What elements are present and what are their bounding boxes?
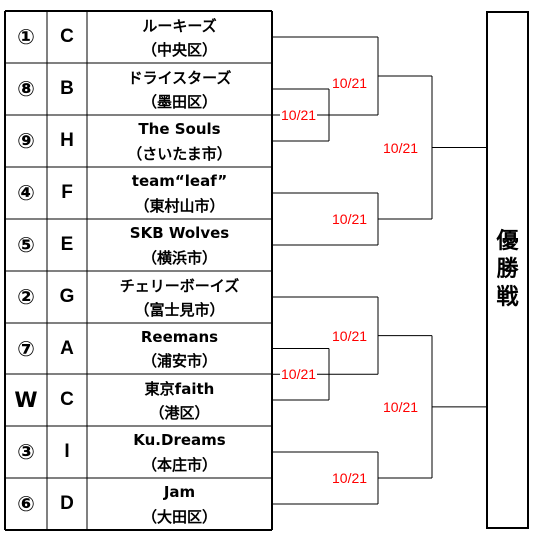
final-label-char: 優: [496, 229, 519, 254]
seed-number: ④: [17, 181, 35, 205]
group-letter: I: [64, 441, 70, 462]
match-date: 10/21: [280, 364, 318, 385]
seed-number: ②: [17, 285, 35, 309]
group-letter: F: [61, 182, 73, 203]
match-date: 10/21: [382, 137, 420, 158]
group-letter: A: [60, 337, 74, 359]
team-ward: （大田区）: [141, 507, 217, 526]
team-name: SKB Wolves: [129, 224, 230, 242]
group-letter: C: [60, 26, 74, 47]
team-name: ドライスターズ: [127, 68, 232, 87]
team-ward: （中央区）: [141, 40, 217, 59]
team-ward: （港区）: [149, 403, 210, 422]
seed-number: ⑦: [17, 336, 35, 361]
final-box: 優勝戦: [486, 11, 529, 529]
match-date: 10/21: [331, 325, 369, 346]
team-name: Jam: [163, 483, 196, 501]
team-ward: （富士見市）: [134, 300, 225, 319]
team-ward: （本庄市）: [141, 455, 217, 474]
match-date: 10/21: [331, 468, 369, 488]
seed-number: W: [14, 388, 38, 412]
match-date: 10/21: [382, 396, 420, 417]
team-ward: （東村山市）: [134, 196, 225, 215]
team-ward: （浦安市）: [141, 351, 217, 370]
final-label: 優勝戦: [496, 228, 518, 312]
group-letter: E: [60, 234, 74, 255]
match-date: 10/21: [331, 209, 369, 229]
seed-number: ⑤: [17, 233, 35, 257]
final-label-char: 勝: [496, 257, 519, 282]
seed-number: ③: [17, 440, 35, 464]
seed-number: ①: [17, 25, 35, 49]
team-ward: （さいたま市）: [127, 144, 232, 163]
team-name: team“leaf”: [131, 172, 228, 190]
seed-number: ⑥: [17, 492, 35, 516]
seed-number: ⑨: [17, 129, 35, 153]
final-label-char: 戦: [496, 285, 519, 310]
seed-number: ⑧: [17, 77, 35, 101]
group-letter: C: [60, 389, 74, 410]
team-name: Ku.Dreams: [133, 431, 226, 449]
team-ward: （横浜市）: [141, 248, 217, 267]
match-date: 10/21: [331, 73, 369, 93]
group-letter: H: [60, 130, 74, 151]
team-name: The Souls: [138, 120, 221, 138]
group-letter: B: [60, 78, 74, 99]
team-name: ルーキーズ: [142, 16, 217, 35]
team-name: 東京faith: [144, 379, 215, 398]
match-date: 10/21: [280, 105, 318, 125]
team-name: Reemans: [140, 327, 219, 346]
team-name: チェリーボーイズ: [119, 276, 240, 295]
group-letter: G: [59, 286, 75, 307]
team-ward: （墨田区）: [141, 92, 217, 111]
group-letter: D: [60, 493, 74, 514]
